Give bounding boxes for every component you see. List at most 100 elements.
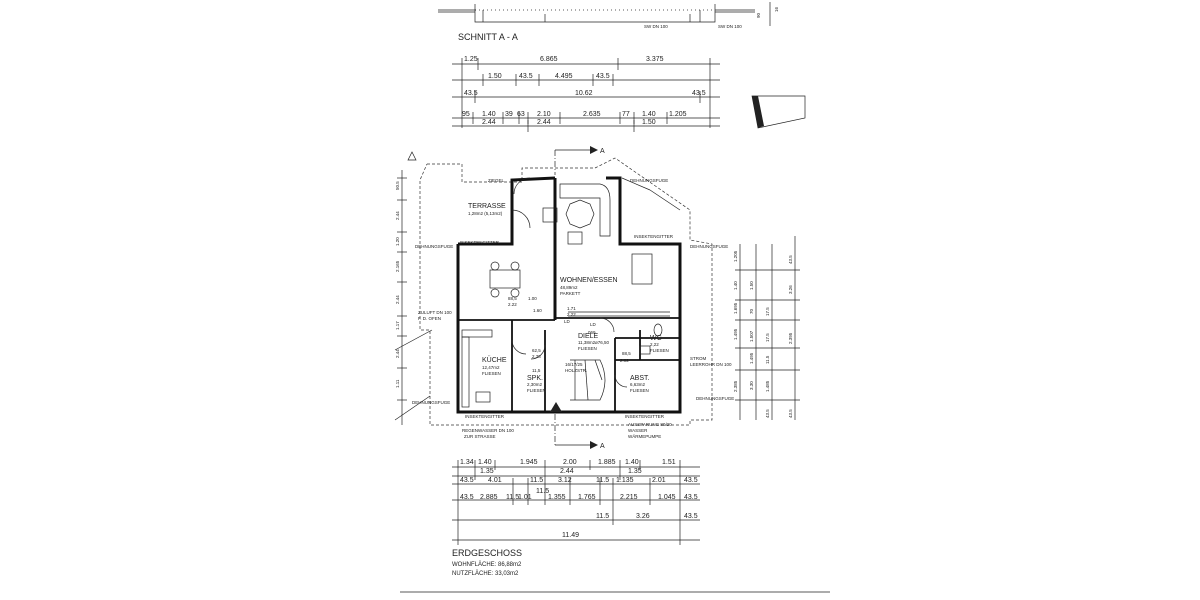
dim-bottom-total: 11.49 — [562, 532, 579, 539]
room-kueche-area: 12,47m2 — [482, 365, 500, 370]
note-88-5: 88,5 — [508, 296, 517, 301]
note-1-71: 1.71 — [567, 306, 576, 311]
note-ziegel: ZIEGEL — [488, 178, 505, 183]
note-zuluft: ZULUFT DN 100 — [418, 310, 452, 315]
note-regenwasser: REGENWASSER DN 100 — [462, 428, 514, 433]
note-dehnungsfuge-2: DEHNUNGSFUGE — [415, 244, 453, 249]
dim-left-0: 50.5 — [395, 181, 400, 190]
note-zur-strasse: ZUR STRASSE — [464, 434, 496, 439]
note-dehnungsfuge-3: DEHNUNGSFUGE — [690, 244, 728, 249]
dim-top-5-2: 1.50 — [642, 119, 656, 126]
dim-bottom-2-5: 1.135 — [616, 477, 634, 484]
dim-right-1-0: 1.205 — [733, 250, 738, 262]
note-strom: STROM — [690, 356, 707, 361]
side-view-symbol-fill — [752, 96, 764, 128]
dim-top-1-1: 6.865 — [540, 56, 558, 63]
room-diele-area: 11,38m2 — [578, 340, 596, 345]
note-leerrohr: LEERROHR DN 100 — [690, 362, 732, 367]
room-wohnen-floor: PARKETT — [560, 291, 581, 296]
bottom-dimension-chains: 1.34 1.40 1.945 2.00 1.885 1.40 1.51 1.3… — [452, 459, 700, 545]
dim-right-4-2: 2.395 — [788, 332, 793, 344]
legend-nutzflaeche: NUTZFLÄCHE: 33,03m2 — [452, 570, 519, 577]
dim-left-2: 1.20 — [395, 237, 400, 246]
dim-right-1-1: 1.40 — [733, 281, 738, 290]
left-dimension-chain: 50.5 2.44 1.20 2.165 2.44 1.17 2.44 1.11 — [395, 151, 417, 425]
note-ld-b: LD — [590, 322, 597, 327]
room-diele-note: ø76,50 — [595, 340, 610, 345]
room-diele-floor: FLIESEN — [578, 346, 597, 351]
side-view-symbol — [751, 95, 806, 129]
dim-right-3-1: 17.5 — [765, 333, 770, 342]
dim-bottom-1-2: 1.945 — [520, 459, 538, 466]
room-spk-name: SPK. — [527, 375, 543, 382]
note-dehnungsfuge-1: DEHNUNGSFUGE — [630, 178, 668, 183]
dim-top-4-5: 2.635 — [583, 111, 601, 118]
section-view: SW DN 100 SW DN 100 90 16 SCHNITT A - A — [438, 2, 779, 42]
dim-bottom-1-3: 2.00 — [563, 459, 577, 466]
note-ld-a: LD — [564, 319, 571, 324]
note-waermepumpe: WÄRMEPUMPE — [628, 433, 661, 439]
dim-top-4-7: 1.40 — [642, 111, 656, 118]
dim-right-1-2: 1.695 — [733, 302, 738, 314]
dim-right-4-3: 43.5 — [788, 409, 793, 418]
dim-top-5-1: 2.44 — [537, 119, 551, 126]
note-insektengitter-4: INSEKTENGITTER — [625, 414, 665, 419]
dim-top-2-2: 4.495 — [555, 73, 573, 80]
dim-bottom-1b-1: 2.44 — [560, 468, 574, 475]
dim-bottom-4-0: 11.5 — [596, 513, 609, 520]
legend-title: ERDGESCHOSS — [452, 548, 522, 558]
room-abst-area: 6,63m2 — [630, 382, 646, 387]
note-stairs: 16/17/25 — [565, 362, 583, 367]
note-insektengitter-3: INSEKTENGITTER — [465, 414, 505, 419]
note-11-5: 11,5 — [532, 368, 541, 373]
dim-top-4-2: 39 — [505, 111, 513, 118]
dim-right-3-4: 43.5 — [765, 409, 770, 418]
legend-wohnflaeche: WOHNFLÄCHE: 86,88m2 — [452, 561, 522, 568]
dim-right-3-3: 1.485 — [765, 380, 770, 392]
dim-bottom-1b-2: 1.35 — [628, 468, 642, 475]
section-pipe-left: SW DN 100 — [644, 24, 668, 29]
dim-bottom-3a: 11.5 — [536, 488, 549, 495]
room-wc-floor: FLIESEN — [650, 348, 669, 353]
note-2-02: 2.02 — [620, 358, 629, 363]
dim-bottom-3-0: 43.5 — [460, 494, 474, 501]
dim-top-1-0: 1.25 — [464, 56, 478, 63]
section-pipe-right: SW DN 100 — [718, 24, 742, 29]
dim-right-4-1: 3.26 — [788, 285, 793, 294]
room-kueche-floor: FLIESEN — [482, 371, 501, 376]
room-terrasse-area: 1,28m2 (5,13m2) — [468, 211, 503, 216]
dim-right-1-3: 1.495 — [733, 328, 738, 340]
dim-bottom-1b-0: 1.35 — [480, 468, 494, 475]
dim-bottom-3-1: 2.885 — [480, 494, 498, 501]
dim-bottom-3-8: 43.5 — [684, 494, 698, 501]
dim-bottom-3-3: 1.01 — [518, 494, 532, 501]
note-aussparung: AUSSPARUNG 80/20 — [628, 422, 672, 427]
room-diele-name: DIELE — [578, 333, 599, 340]
floor-plan — [394, 146, 713, 449]
dim-left-3: 2.165 — [395, 260, 400, 272]
room-wohnen-area: 48,89m2 — [560, 285, 578, 290]
dim-left-7: 1.11 — [395, 379, 400, 388]
room-spk-floor: FLIESEN — [527, 388, 546, 393]
dim-bottom-2-7: 43.5 — [684, 477, 698, 484]
dim-right-2-3: 1.495 — [749, 352, 754, 364]
section-height-1: 90 — [756, 12, 761, 18]
dim-top-5-0: 2.44 — [482, 119, 496, 126]
dim-top-3-1: 10.62 — [575, 90, 593, 97]
note-insektengitter-1: INSEKTENGITTER — [460, 240, 500, 245]
dim-top-4-0: 95 — [462, 111, 470, 118]
dim-top-4-4: 2.10 — [537, 111, 551, 118]
room-wc-name: WC — [650, 335, 662, 342]
note-wasser: WASSER — [628, 428, 648, 433]
room-terrasse-name: TERRASSE — [468, 203, 506, 210]
dim-right-2-2: 1.507 — [749, 330, 754, 342]
dim-right-3-2: 11.5 — [765, 355, 770, 364]
dim-bottom-1-4: 1.885 — [598, 459, 616, 466]
note-stairs-2: HOLZSTR. — [565, 368, 587, 373]
section-label: SCHNITT A - A — [458, 32, 518, 42]
dim-bottom-3-2: 11.5 — [506, 494, 519, 501]
dim-bottom-2-0: 43.5 — [460, 477, 474, 484]
dim-bottom-2-2: 11.5 — [530, 477, 543, 484]
dim-top-1-2: 3.375 — [646, 56, 664, 63]
